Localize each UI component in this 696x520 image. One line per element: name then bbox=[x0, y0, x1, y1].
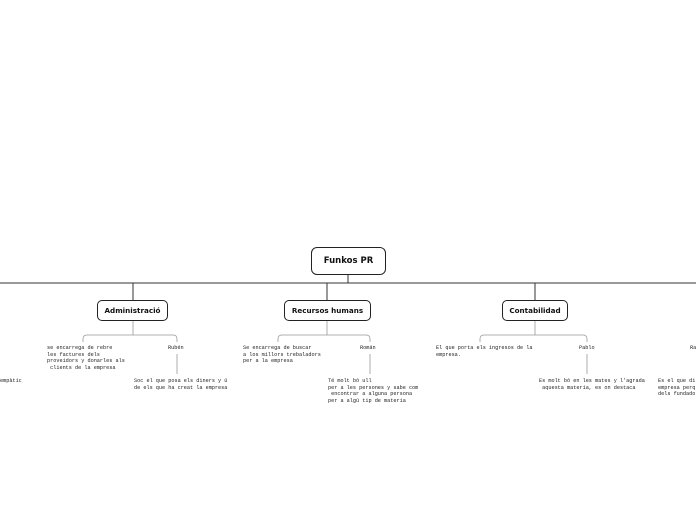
rrhh-description: Se encarrega de buscar a los millors tre… bbox=[243, 345, 321, 365]
connector-admin-bracket bbox=[82, 334, 178, 342]
connector-cont-bracket bbox=[479, 334, 588, 342]
left-edge-fragment: empàtic bbox=[0, 378, 22, 384]
admin-description: se encarrega de rebre les factures dels … bbox=[47, 345, 125, 371]
branch-label: Contabilidad bbox=[509, 306, 561, 315]
connector-rrhh-bracket bbox=[277, 334, 371, 342]
right-edge-fragment: Es el que dirig empresa perq dels fundad… bbox=[658, 378, 696, 398]
branch-label: Administració bbox=[104, 306, 161, 315]
branch-node-recursos-humans[interactable]: Recursos humans bbox=[284, 300, 371, 321]
cont-person-name: Pablo bbox=[579, 345, 595, 351]
right-edge-person-name: Ra bbox=[690, 345, 696, 351]
rrhh-person-description: Té molt bó ull per a les persones y sabe… bbox=[328, 378, 419, 404]
cont-description: El que porta els ingresos de la empresa. bbox=[436, 345, 533, 358]
admin-person-name: Rubén bbox=[168, 345, 184, 351]
branch-node-administracio[interactable]: Administració bbox=[97, 300, 168, 321]
cont-person-description: Es molt bó en les mates y l'agrada aques… bbox=[539, 378, 645, 391]
branch-node-contabilidad[interactable]: Contabilidad bbox=[502, 300, 568, 321]
rrhh-person-name: Román bbox=[360, 345, 376, 351]
branch-label: Recursos humans bbox=[291, 306, 364, 315]
admin-person-description: Soc el que posa els diners y ú de els qu… bbox=[134, 378, 228, 391]
root-label: Funkos PR bbox=[323, 256, 374, 266]
root-node[interactable]: Funkos PR bbox=[311, 247, 386, 275]
